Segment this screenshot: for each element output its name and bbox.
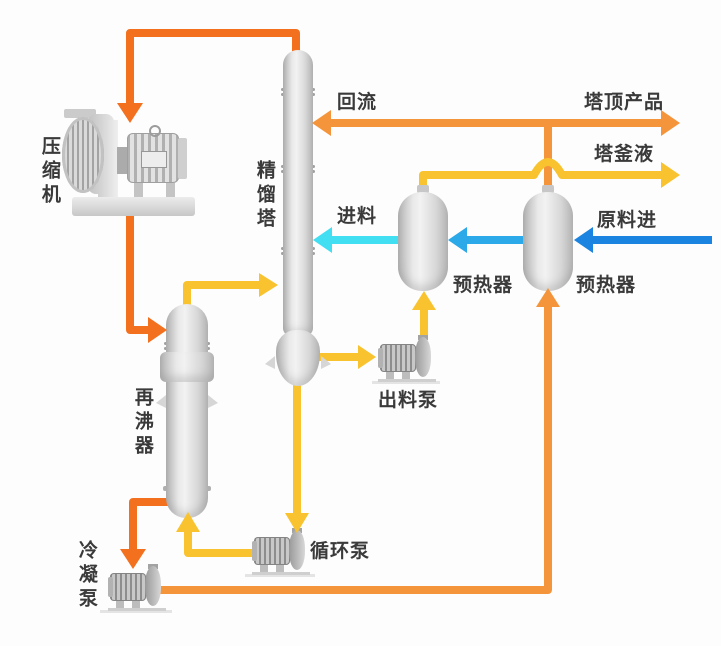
arrow-reboiler-return-into-column (259, 273, 278, 297)
circulation-pump-label: 循环泵 (310, 541, 371, 562)
arrow-into-preheater-left-bottom (412, 291, 436, 310)
preheater-left-stub-top (417, 185, 429, 193)
pump-foot (402, 372, 410, 380)
motor-foot (166, 183, 175, 197)
arrow-into-preheater-left (448, 227, 467, 253)
reboiler-collar (160, 352, 214, 382)
arrow-into-condensate-pump (120, 549, 146, 569)
arrow-into-discharge-pump (358, 345, 376, 369)
circulation-pump-graphic (252, 528, 312, 576)
pump-foot (116, 601, 124, 609)
ground-line (100, 610, 172, 613)
arrow-into-reboiler-bottom (176, 512, 200, 532)
pump-motor (110, 573, 146, 601)
pump-foot (260, 565, 268, 573)
preheater-left-vessel (398, 192, 448, 291)
compressor-duct (98, 120, 118, 197)
arrow-into-reboiler-top (148, 317, 167, 343)
pump-foot (386, 372, 394, 380)
ground-line (372, 381, 440, 384)
pump-base (252, 572, 310, 575)
pump-impeller (145, 566, 161, 606)
column-label: 精馏塔 (253, 160, 275, 232)
preheater-left-label: 预热器 (453, 275, 514, 296)
preheater-right-label: 预热器 (576, 275, 637, 296)
feed-label: 进料 (337, 206, 378, 227)
arrow-top-product-out (661, 110, 680, 136)
pump-end-cap (252, 541, 257, 561)
condensate-pump-label: 冷凝泵 (75, 540, 97, 612)
pump-impeller (289, 530, 305, 570)
reboiler-vessel (166, 304, 208, 518)
compressor-coupling (117, 147, 128, 174)
reflux-label: 回流 (337, 92, 378, 113)
bottoms-liquid-label: 塔釜液 (594, 144, 655, 165)
pipe-bottoms-liquid-out (419, 158, 662, 196)
motor-lifting-eye (149, 125, 161, 137)
arrow-raw-into-preheater-right (574, 227, 593, 253)
condensate-pump-graphic (108, 564, 168, 612)
compressor-volute (62, 117, 104, 193)
pipe-condensate-to-preheater (156, 306, 552, 594)
arrow-into-preheater-right-bottom (536, 288, 560, 307)
pipe-circulation-to-reboiler (184, 530, 254, 557)
ground-line (245, 574, 315, 577)
column-drum-fin (321, 356, 331, 369)
pump-foot (132, 601, 140, 609)
discharge-pump-graphic (378, 335, 438, 383)
pipe-compressor-to-reboiler (126, 214, 150, 334)
reboiler-fin (208, 395, 218, 408)
motor-nameplate (141, 151, 167, 168)
pump-motor (380, 344, 416, 372)
pump-impeller (415, 337, 431, 377)
top-product-label: 塔顶产品 (584, 92, 665, 113)
reboiler-label: 再沸器 (131, 387, 153, 459)
preheater-right-vessel (523, 192, 573, 291)
pump-base (378, 379, 436, 382)
column-shaft (283, 50, 313, 336)
column-drum-fin (265, 356, 275, 369)
motor-foot (134, 183, 143, 197)
compressor-inlet-flange (64, 109, 96, 118)
pump-foot (276, 565, 284, 573)
motor-end-cap (178, 138, 187, 179)
pipe-reboiler-to-condensate-pump (129, 498, 168, 551)
compressor-base (72, 197, 195, 216)
compressor-label: 压缩机 (38, 136, 60, 208)
pipe-column-to-compressor (126, 29, 300, 105)
pump-base (108, 608, 166, 611)
arrow-into-compressor (117, 103, 143, 123)
raw-material-label: 原料进 (597, 210, 658, 231)
pump-end-cap (108, 577, 113, 597)
pump-motor (254, 537, 290, 565)
pipe-reboiler-return (183, 281, 261, 310)
arrow-into-circulation-pump (285, 513, 309, 533)
pump-end-cap (378, 348, 383, 368)
preheater-right-stub-top (542, 185, 554, 193)
arrow-bottoms-liquid-out (661, 162, 680, 188)
reboiler-fin (156, 395, 166, 408)
arrow-reflux-into-column (312, 110, 331, 136)
arrow-feed-into-column (313, 227, 332, 253)
column-bottom-drum (276, 330, 320, 386)
discharge-pump-label: 出料泵 (378, 390, 439, 411)
